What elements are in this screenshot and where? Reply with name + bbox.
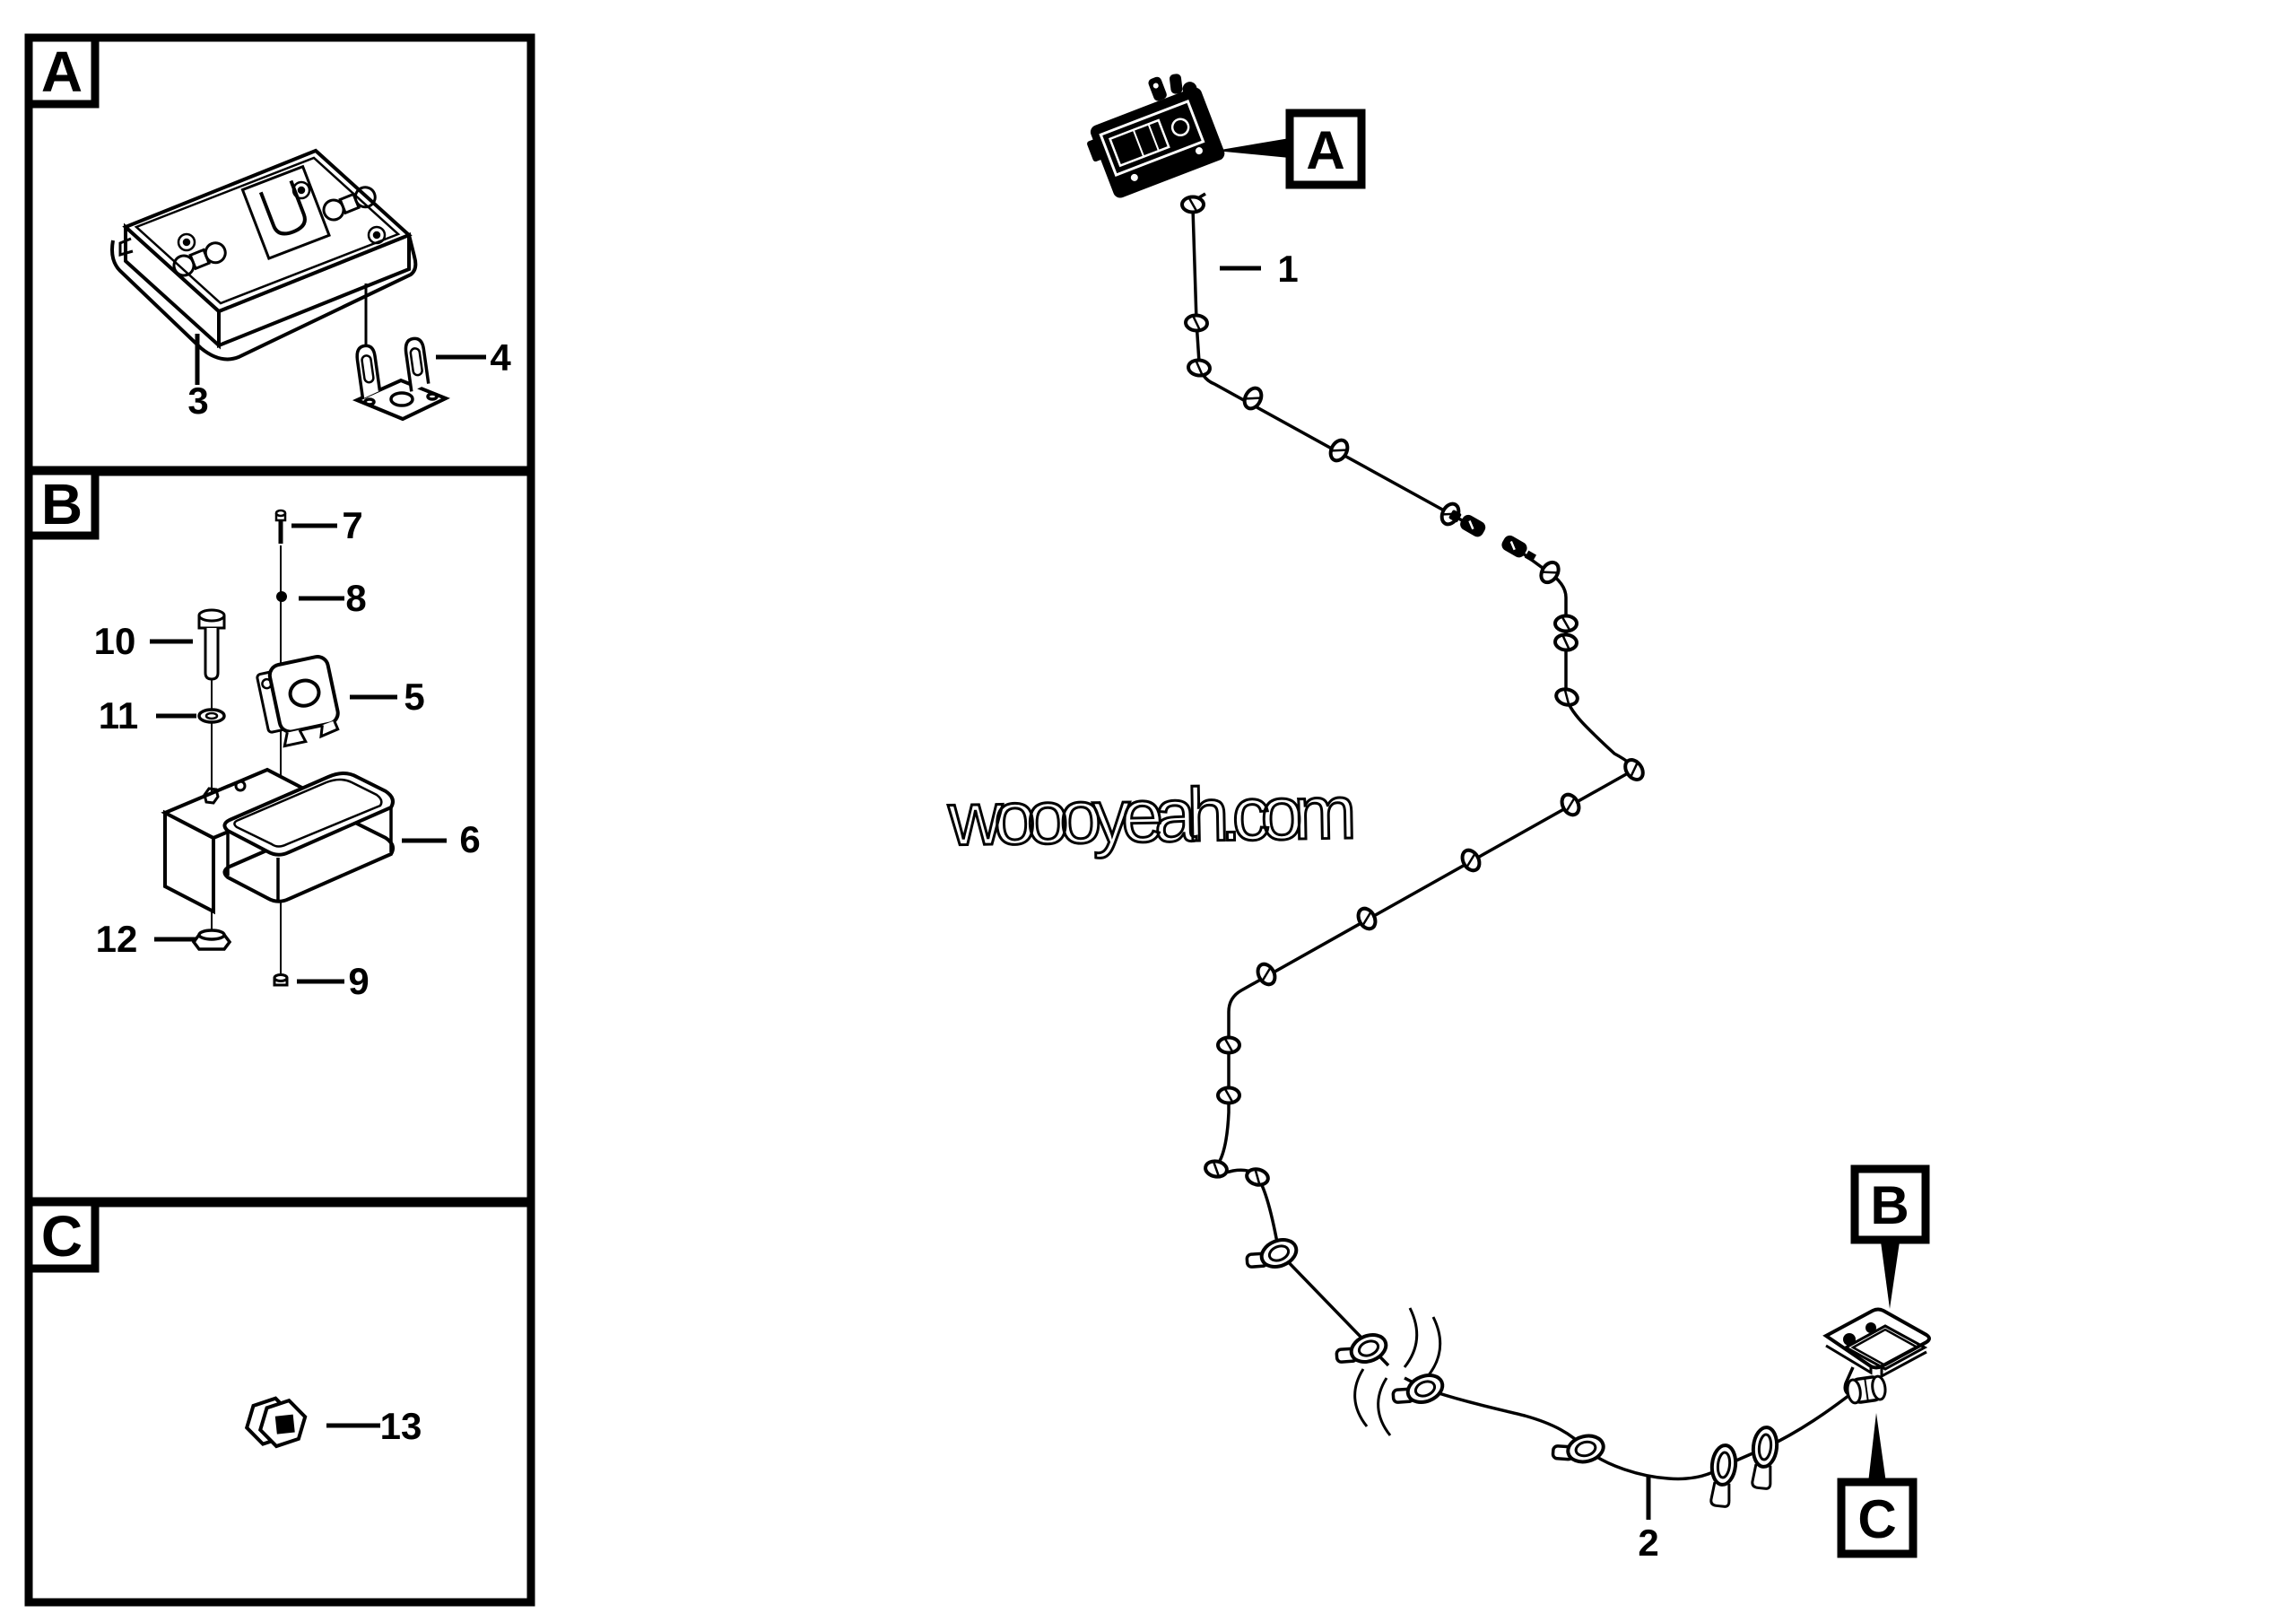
part-10-number: 10 xyxy=(94,620,136,662)
plate-hex-hole xyxy=(203,787,220,805)
part-13-number: 13 xyxy=(380,1405,422,1447)
lid-u-plate xyxy=(240,164,331,260)
part-4-number: 4 xyxy=(490,336,511,379)
panel-b-label-box xyxy=(24,467,100,540)
part-9-number: 9 xyxy=(348,960,369,1002)
part-11-washer xyxy=(197,708,226,724)
control-unit xyxy=(1087,74,1225,198)
callout-b-label: B xyxy=(1870,1175,1909,1235)
part-6-number: 6 xyxy=(459,818,480,860)
wire-1-number: 1 xyxy=(1277,248,1298,290)
part-10-bolt xyxy=(197,608,226,681)
unit-latch xyxy=(118,237,134,257)
part-7-pin xyxy=(274,509,287,544)
callout-b-pointer xyxy=(1881,1242,1900,1309)
part-6-bracket xyxy=(161,767,395,915)
unit-top-face xyxy=(122,148,413,314)
unit-top-inset xyxy=(134,156,401,305)
watermark-text: woooyeah.com xyxy=(947,770,1353,861)
main-harness: A 1 2 B C xyxy=(1087,74,1931,1564)
callout-c-label: C xyxy=(1857,1489,1896,1549)
part-4-bracket xyxy=(352,336,450,422)
inset-panels: A B C xyxy=(24,33,535,1607)
wire-2-number: 2 xyxy=(1638,1522,1658,1564)
harness-wire-1 xyxy=(1191,192,1463,522)
part-3-number: 3 xyxy=(187,379,208,422)
panel-c-label: C xyxy=(41,1204,83,1269)
wire-break-marks xyxy=(1353,1307,1442,1436)
part-7-number: 7 xyxy=(342,504,362,546)
part-12-number: 12 xyxy=(96,918,138,960)
part-12-nut xyxy=(191,929,232,951)
sensor-unit xyxy=(1822,1307,1931,1405)
callout-a-label: A xyxy=(1306,120,1344,180)
part-5-number: 5 xyxy=(404,676,424,718)
part-8-number: 8 xyxy=(345,577,366,619)
panel-b-content: 6 7 8 10 11 xyxy=(94,504,481,1002)
callout-c-pointer xyxy=(1868,1413,1886,1483)
callout-b-box xyxy=(1850,1164,1930,1244)
callout-a-pointer xyxy=(1215,138,1290,158)
connector-female xyxy=(1501,535,1537,562)
part-9-nut xyxy=(273,973,289,987)
panel-a-label: A xyxy=(41,39,83,104)
lid-connector-glyph-left xyxy=(172,241,227,277)
part-5-clamp xyxy=(256,655,340,748)
harness-bead-clips xyxy=(1180,195,1648,1190)
part-8-ball xyxy=(276,591,287,602)
part-11-number: 11 xyxy=(99,694,138,737)
connector-male xyxy=(1448,510,1486,537)
panel-a-label-box xyxy=(24,33,100,109)
panel-b-label: B xyxy=(41,472,83,536)
lid-connector-glyph-right xyxy=(322,186,377,222)
panel-c-content: 13 xyxy=(244,1396,422,1449)
panel-c-label-box xyxy=(24,1198,100,1273)
harness-ring-clips xyxy=(1240,1233,1781,1510)
panel-a-content: 3 4 xyxy=(110,148,511,422)
harness-wire-2 xyxy=(1214,549,1855,1481)
callout-c-box xyxy=(1837,1478,1918,1558)
part-13-grommet xyxy=(244,1396,308,1449)
unit-tray-outline xyxy=(110,234,418,362)
callout-a-box xyxy=(1285,109,1366,189)
panel-frame xyxy=(24,33,535,1607)
